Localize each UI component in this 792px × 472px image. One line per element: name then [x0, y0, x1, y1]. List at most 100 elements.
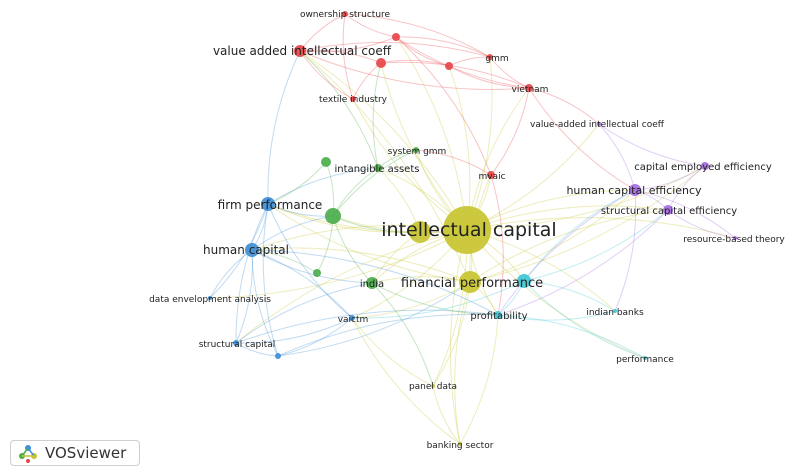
label-human-capital-efficiency[interactable]: human capital efficiency [566, 184, 702, 197]
link-edge [277, 317, 353, 357]
node-system-gmm[interactable] [413, 147, 419, 153]
node-intellectual-capital[interactable] [443, 206, 491, 254]
node-panel-data[interactable] [431, 384, 435, 388]
link-edge [235, 342, 279, 357]
node-red-small3[interactable] [445, 62, 453, 70]
label-structural-capital-efficiency[interactable]: structural capital efficiency [601, 206, 737, 217]
link-edge [528, 87, 600, 125]
link-edge [490, 174, 504, 316]
node-green-small1[interactable] [321, 157, 331, 167]
link-edge [332, 149, 417, 217]
link-edge [344, 13, 491, 58]
link-edge [466, 229, 646, 359]
link-edge [371, 282, 434, 387]
label-system-gmm[interactable]: system gmm [388, 147, 447, 157]
node-green-hub[interactable] [325, 208, 341, 224]
node-structural-capital-efficiency[interactable] [663, 205, 673, 215]
node-performance[interactable] [643, 356, 647, 360]
link-edge [469, 209, 669, 283]
label-profitability[interactable]: profitability [470, 311, 527, 322]
node-green-small2[interactable] [313, 269, 321, 277]
link-edge [448, 56, 491, 67]
label-resource-based-theory[interactable]: resource-based theory [683, 235, 785, 245]
link-edge [251, 249, 499, 316]
label-textile-industry[interactable]: textile industry [319, 95, 388, 105]
link-edge [466, 205, 669, 231]
node-cyan-hub[interactable] [517, 274, 531, 288]
node-value-added-intellectual-coeff-2[interactable] [597, 122, 601, 126]
link-edge [469, 165, 706, 283]
label-ownership-structure[interactable]: ownership structure [300, 10, 391, 20]
node-value-added-intellectual-coeff[interactable] [294, 45, 306, 57]
node-red-small2[interactable] [376, 58, 386, 68]
link-edge [598, 123, 706, 167]
node-resource-based-theory[interactable] [733, 236, 737, 240]
label-firm-performance[interactable]: firm performance [218, 198, 323, 212]
link-edge [351, 280, 525, 319]
link-edge [251, 215, 334, 251]
link-edge [332, 167, 379, 217]
node-vaictm[interactable] [349, 315, 355, 321]
link-edge [267, 203, 471, 283]
link-edge [528, 87, 636, 191]
node-mvaic[interactable] [487, 171, 495, 179]
node-firm-performance[interactable] [261, 197, 275, 211]
label-banking-sector[interactable]: banking sector [427, 441, 494, 451]
link-edge [459, 314, 499, 445]
node-red-small1[interactable] [392, 33, 400, 41]
link-edge [614, 189, 637, 312]
label-capital-employed-efficiency[interactable]: capital employed efficiency [634, 162, 772, 173]
node-intangible-assets[interactable] [374, 164, 382, 172]
label-human-capital[interactable]: human capital [203, 243, 289, 257]
node-layer [208, 11, 737, 446]
node-human-capital[interactable] [245, 243, 259, 257]
label-india[interactable]: india [360, 279, 384, 290]
label-data-envelopment-analysis[interactable]: data envelopment analysis [149, 295, 271, 305]
node-structural-capital[interactable] [233, 340, 239, 346]
label-intangible-assets[interactable]: intangible assets [335, 164, 420, 175]
label-indian-banks[interactable]: indian banks [586, 308, 644, 318]
node-textile-industry[interactable] [350, 96, 356, 102]
node-banking-sector[interactable] [458, 442, 462, 446]
node-blue-small[interactable] [275, 353, 281, 359]
node-indian-banks[interactable] [613, 309, 617, 313]
link-edge [667, 209, 736, 239]
link-edge [267, 203, 468, 233]
node-yellow-hub2[interactable] [409, 221, 431, 243]
label-panel-data[interactable]: panel data [409, 382, 457, 392]
label-vaictm[interactable]: vaictm [338, 315, 369, 325]
label-mvaic[interactable]: mvaic [478, 172, 505, 182]
label-performance[interactable]: performance [616, 355, 674, 365]
label-structural-capital[interactable]: structural capital [199, 340, 276, 350]
node-profitability[interactable] [494, 311, 502, 319]
label-value-added-intellectual-coeff[interactable]: value added intellectual coeff [213, 44, 392, 58]
link-edge [351, 317, 434, 387]
node-vietnam[interactable] [525, 84, 533, 92]
label-layer: intellectual capital financial performanc… [149, 10, 785, 451]
node-financial-performance[interactable] [459, 271, 481, 293]
node-human-capital-efficiency[interactable] [629, 184, 641, 196]
vosviewer-logo: VOSviewer [10, 440, 140, 466]
link-edge [395, 36, 530, 89]
link-edge [299, 50, 530, 90]
link-edge [449, 229, 468, 445]
link-edge [235, 203, 269, 344]
node-ownership-structure[interactable] [342, 11, 348, 17]
label-value-added-intellectual-coeff-2[interactable]: value-added intellectual coeff [530, 120, 665, 130]
node-india[interactable] [366, 277, 378, 289]
link-edge [299, 41, 491, 58]
node-data-envelopment-analysis[interactable] [208, 296, 212, 300]
link-edge [523, 189, 636, 282]
link-edge [235, 317, 353, 344]
logo-text: VOSviewer [45, 444, 127, 462]
label-financial-performance[interactable]: financial performance [401, 276, 543, 291]
link-edge [497, 314, 646, 359]
label-intellectual-capital[interactable]: intellectual capital [381, 219, 556, 241]
label-gmm[interactable]: gmm [485, 54, 508, 64]
vosviewer-logo-icon [19, 445, 37, 463]
label-vietnam[interactable]: vietnam [512, 85, 549, 95]
node-capital-employed-efficiency[interactable] [701, 162, 709, 170]
link-edge [469, 189, 636, 283]
node-gmm[interactable] [487, 54, 493, 60]
